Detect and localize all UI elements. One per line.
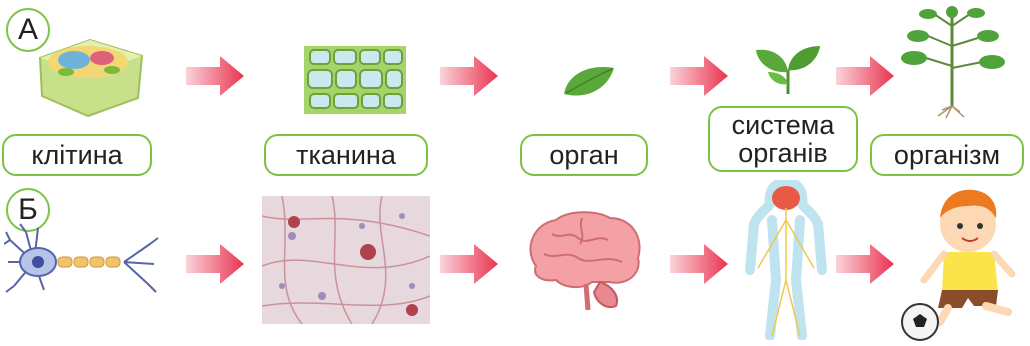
- step-label-tissue: тканина: [264, 134, 428, 176]
- arrow-right-icon: [440, 56, 498, 96]
- step-label-organism: організм: [870, 134, 1024, 176]
- arrow-right-icon: [670, 244, 728, 284]
- plant-cell-icon: [30, 28, 150, 118]
- step-label-cell: клітина: [2, 134, 152, 176]
- boy-with-ball-icon: [898, 188, 1024, 344]
- neuron-icon: [4, 222, 160, 296]
- nerve-tissue-icon: [262, 196, 430, 324]
- leaf-icon: [562, 64, 616, 100]
- arrow-right-icon: [836, 244, 894, 284]
- brain-icon: [522, 210, 646, 314]
- leaf-sprout-icon: [752, 40, 824, 96]
- arrow-right-icon: [670, 56, 728, 96]
- arrow-right-icon: [836, 56, 894, 96]
- arrow-right-icon: [440, 244, 498, 284]
- nervous-system-icon: [744, 180, 828, 340]
- plant-tissue-icon: [302, 44, 408, 116]
- step-label-organ-system: система органів: [708, 106, 858, 172]
- plant-seedling-icon: [898, 6, 1006, 118]
- arrow-right-icon: [186, 56, 244, 96]
- arrow-right-icon: [186, 244, 244, 284]
- step-label-organ: орган: [520, 134, 648, 176]
